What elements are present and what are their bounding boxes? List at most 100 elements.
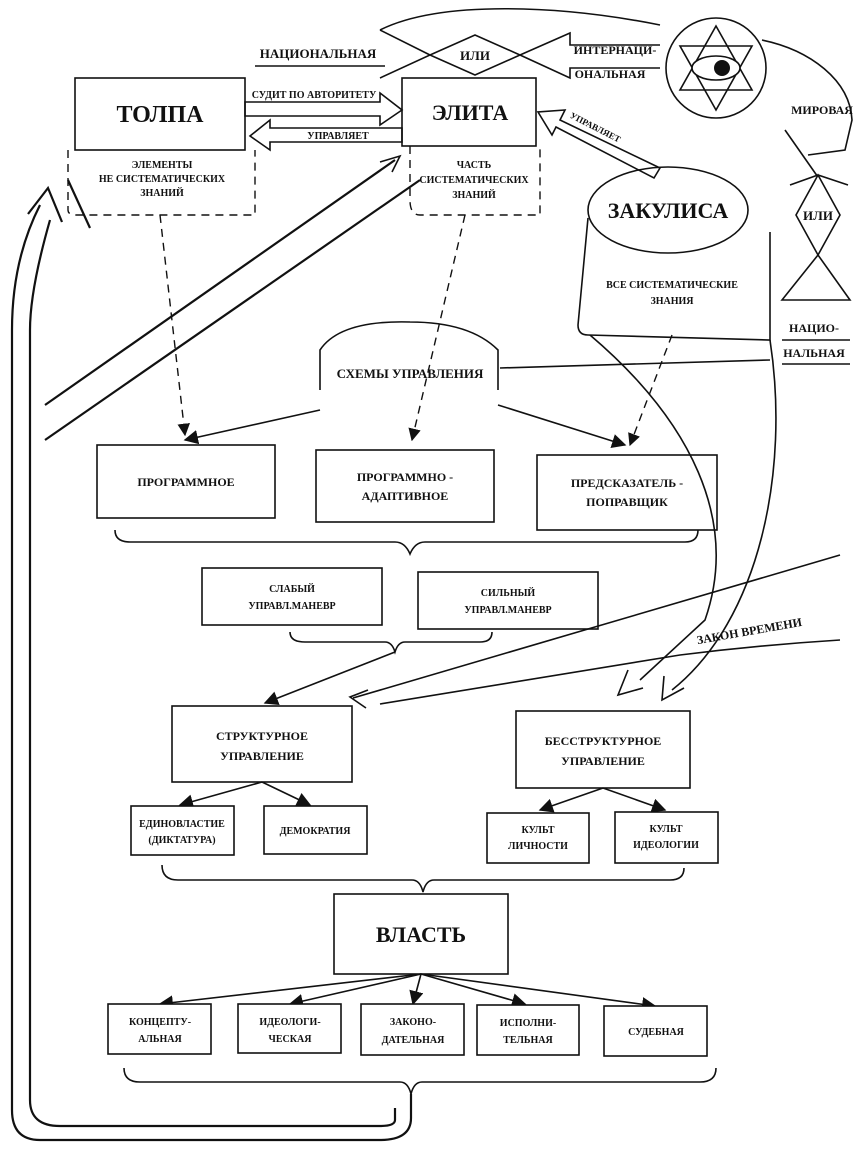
label-natsionalnaya-right-1: НАЦИО- xyxy=(789,321,839,335)
node-elita xyxy=(401,77,537,147)
zakulisa-desc-1: ВСЕ СИСТЕМАТИЧЕСКИЕ xyxy=(606,280,738,291)
arrow-to-programmnoe xyxy=(183,409,321,445)
top-curve xyxy=(379,7,661,31)
zakulisa-curve-arrowhead-2 xyxy=(661,675,685,702)
mirovaya-bracket xyxy=(761,39,853,156)
feedback-loop-arrowhead xyxy=(27,185,64,223)
v-zakonodatelnaya-2: ДАТЕЛЬНАЯ xyxy=(382,1035,445,1046)
label-upravlyaet-left: УПРАВЛЯЕТ xyxy=(307,131,369,142)
label-mirovaya: МИРОВАЯ xyxy=(791,103,853,117)
feedback-loop-inner xyxy=(28,219,397,1128)
arrow-to-strukturnoe xyxy=(263,651,396,705)
node-slaby xyxy=(201,567,383,626)
label-internats-2: ОНАЛЬНАЯ xyxy=(575,67,646,81)
node-v-ispolnitelnaya xyxy=(476,1004,580,1056)
arrow-to-kult-lichnosti xyxy=(538,787,604,813)
brace-maneuvers xyxy=(289,631,493,655)
dash-tolpa-down xyxy=(159,214,190,437)
brace-leaves xyxy=(161,864,685,893)
node-silny xyxy=(417,571,599,630)
arrow-to-ispolnitelnaya xyxy=(420,973,527,1008)
node-kult-ideologii xyxy=(614,811,719,864)
arrow-to-edinovlastie xyxy=(178,781,263,809)
prog-adapt-1: ПРОГРАММНО - xyxy=(357,470,453,484)
programmnoe-title: ПРОГРАММНОЕ xyxy=(137,475,234,489)
node-v-ideologicheskaya xyxy=(237,1003,342,1054)
kult-lichnosti-1: КУЛЬТ xyxy=(521,825,554,836)
zakulisa-desc-box xyxy=(577,217,771,341)
slaby-1: СЛАБЫЙ xyxy=(269,583,315,595)
node-predskazatel xyxy=(536,454,718,531)
feedback-arrow-2 xyxy=(44,179,421,441)
silny-1: СИЛЬНЫЙ xyxy=(481,587,536,599)
zakulisa-desc-2: ЗНАНИЯ xyxy=(650,296,694,307)
silny-2: УПРАВЛ.МАНЕВР xyxy=(464,605,551,616)
slaby-2: УПРАВЛ.МАНЕВР xyxy=(248,601,335,612)
besstrukturnoe-2: УПРАВЛЕНИЕ xyxy=(561,754,645,768)
arrow-to-kult-ideologii xyxy=(602,787,667,813)
zakon-arrowhead xyxy=(348,689,369,709)
v-konceptualnaya-1: КОНЦЕПТУ- xyxy=(129,1017,191,1028)
eye-pupil-icon xyxy=(714,60,730,76)
node-v-zakonodatelnaya xyxy=(360,1003,465,1056)
besstrukturnoe-1: БЕССТРУКТУРНОЕ xyxy=(545,734,662,748)
edinovlastie-1: ЕДИНОВЛАСТИЕ xyxy=(139,819,225,830)
label-ili-right: ИЛИ xyxy=(803,208,833,223)
v-ideologicheskaya-2: ЧЕСКАЯ xyxy=(269,1034,313,1045)
node-kult-lichnosti xyxy=(486,812,590,864)
schemes-connector xyxy=(499,359,771,369)
node-v-konceptualnaya xyxy=(107,1003,212,1055)
node-programmnoe xyxy=(96,444,276,519)
tolpa-desc-3: ЗНАНИЙ xyxy=(140,187,184,199)
node-besstrukturnoe xyxy=(515,710,691,789)
mirovaya-arrow-shaft xyxy=(784,129,821,181)
feedback-arrowhead xyxy=(379,154,402,173)
star-triangle-up xyxy=(678,24,754,91)
zakulisa-curve-arrowhead-1 xyxy=(616,669,644,697)
node-vlast xyxy=(333,893,509,975)
internats-arrow-lower xyxy=(519,54,660,80)
node-edinovlastie xyxy=(130,805,235,856)
arrow-to-zakonodatelnaya xyxy=(409,973,424,1006)
zakulisa-title: ЗАКУЛИСА xyxy=(608,198,729,223)
feedback-loop-tail xyxy=(67,179,91,229)
v-sudebnaya-title: СУДЕБНАЯ xyxy=(628,1027,685,1038)
prog-adapt-2: АДАПТИВНОЕ xyxy=(362,489,449,503)
internats-arrow-upper xyxy=(519,31,660,56)
dash-elita-down xyxy=(408,214,466,442)
dash-zakulisa-down xyxy=(628,334,673,447)
node-v-sudebnaya xyxy=(603,1005,708,1057)
v-zakonodatelnaya-1: ЗАКОНО- xyxy=(390,1017,436,1028)
arrow-to-sudebnaya xyxy=(420,973,657,1012)
zakon-line-1 xyxy=(352,554,841,699)
demokratia-title: ДЕМОКРАТИЯ xyxy=(280,826,352,837)
label-sudit: СУДИТ ПО АВТОРИТЕТУ xyxy=(252,90,377,101)
kult-lichnosti-2: ЛИЧНОСТИ xyxy=(508,841,568,852)
label-natsionalnaya-right-2: НАЛЬНАЯ xyxy=(783,346,845,360)
elita-desc-1: ЧАСТЬ xyxy=(457,160,492,171)
label-internats-1: ИНТЕРНАЦИ- xyxy=(574,43,657,57)
edinovlastie-2: (ДИКТАТУРА) xyxy=(148,835,215,846)
kult-ideologii-1: КУЛЬТ xyxy=(649,824,682,835)
brace-branches xyxy=(123,1067,717,1095)
feedback-loop-outer xyxy=(10,204,413,1142)
elita-desc-2: СИСТЕМАТИЧЕСКИХ xyxy=(419,175,529,186)
node-zakulisa xyxy=(587,166,749,254)
v-ideologicheskaya-1: ИДЕОЛОГИ- xyxy=(259,1017,320,1028)
label-natsionalnaya-top: НАЦИОНАЛЬНАЯ xyxy=(260,46,377,61)
elita-title: ЭЛИТА xyxy=(432,100,509,125)
zakulisa-curve-2 xyxy=(671,339,777,691)
strukturnoe-1: СТРУКТУРНОЕ xyxy=(216,729,308,743)
arrow-to-ideologicheskaya xyxy=(288,973,422,1009)
tolpa-title: ТОЛПА xyxy=(116,102,204,128)
predskazatel-2: ПОПРАВЩИК xyxy=(586,495,668,509)
strukturnoe-2: УПРАВЛЕНИЕ xyxy=(220,749,304,763)
ili-right-bottom-triangle xyxy=(780,253,852,301)
tolpa-desc-1: ЭЛЕМЕНТЫ xyxy=(132,160,193,171)
arrow-upravlyaet-diag xyxy=(536,109,662,180)
zakon-line-2 xyxy=(379,639,841,705)
vlast-title: ВЛАСТЬ xyxy=(376,922,466,947)
v-ispolnitelnaya-1: ИСПОЛНИ- xyxy=(500,1018,556,1029)
arrow-sudit xyxy=(244,91,404,127)
